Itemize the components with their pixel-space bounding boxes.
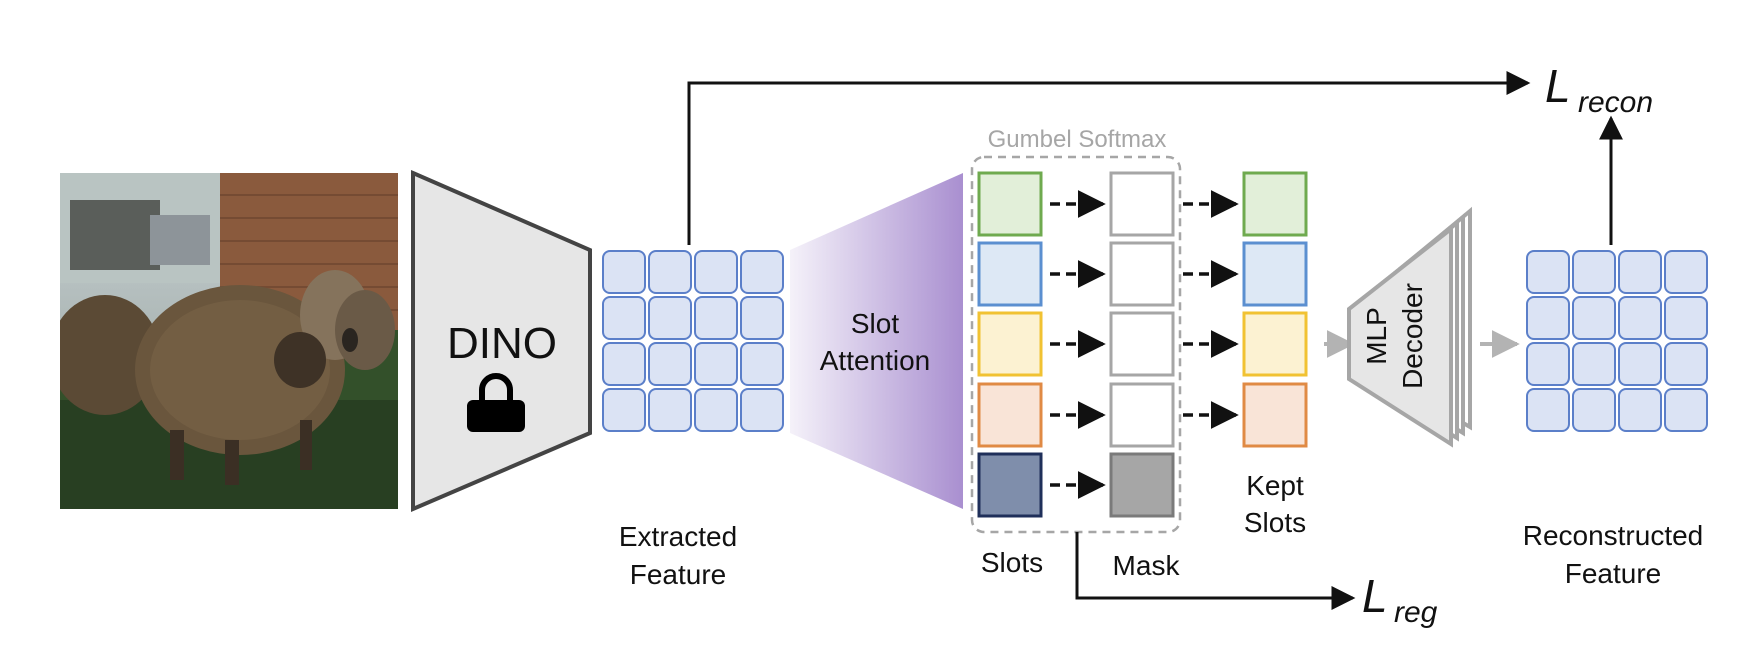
dino-encoder xyxy=(411,169,592,513)
recon-loss-symbol: L xyxy=(1545,60,1571,112)
reconstructed-feature-cell xyxy=(1572,342,1616,386)
reconstructed-feature-cell xyxy=(1618,388,1662,432)
slot-attention-block xyxy=(790,173,963,509)
mask-cell-5 xyxy=(1109,452,1175,518)
extracted-feature-cell xyxy=(648,296,692,340)
extracted-feature-cell xyxy=(694,388,738,432)
extracted-feature-cell xyxy=(602,250,646,294)
reconstructed-feature-grid xyxy=(1526,250,1708,432)
reconstructed-feature-cell xyxy=(1526,250,1570,294)
mask-column xyxy=(1109,171,1175,518)
mask-cell-1 xyxy=(1109,171,1175,237)
reconstructed-feature-cell xyxy=(1664,250,1708,294)
mask-cell-4 xyxy=(1109,382,1175,448)
sheep-photo xyxy=(60,173,398,509)
dashed-arrows xyxy=(1050,190,1239,499)
reconstructed-feature-cell xyxy=(1572,388,1616,432)
reconstructed-feature-cell xyxy=(1526,342,1570,386)
reg-loss-subscript: reg xyxy=(1394,596,1438,629)
slots-label: Slots xyxy=(981,547,1043,578)
slot-attention-label-line1: Slot xyxy=(851,308,899,339)
reconstructed-feature-cell xyxy=(1664,388,1708,432)
extracted-feature-label-line1: Extracted xyxy=(619,521,737,552)
extracted-feature-cell xyxy=(694,342,738,386)
mask-cell-3 xyxy=(1109,311,1175,377)
kept-slot-orange xyxy=(1242,382,1308,448)
slot-dropped xyxy=(977,452,1043,518)
slots-column xyxy=(977,171,1043,518)
extracted-feature-cell xyxy=(694,296,738,340)
extracted-feature-grid xyxy=(602,250,784,432)
reconstructed-feature-cell xyxy=(1526,388,1570,432)
arrow-feature-to-recon-loss xyxy=(687,71,1531,245)
recon-loss-subscript: recon xyxy=(1578,86,1653,119)
arrow-to-reg-loss xyxy=(1075,532,1356,610)
lock-icon xyxy=(467,373,525,432)
extracted-feature-label-line2: Feature xyxy=(630,559,727,590)
reconstructed-feature-label-line2: Feature xyxy=(1565,558,1662,589)
kept-slots-column xyxy=(1242,171,1308,448)
reconstructed-feature-cell xyxy=(1572,296,1616,340)
mask-cell-2 xyxy=(1109,241,1175,307)
decoder-label-line1: MLP xyxy=(1361,307,1392,365)
slot-blue xyxy=(977,241,1043,307)
slot-green xyxy=(977,171,1043,237)
kept-slot-blue xyxy=(1242,241,1308,307)
kept-slots-label-line1: Kept xyxy=(1246,470,1304,501)
kept-slot-yellow xyxy=(1242,311,1308,377)
extracted-feature-cell xyxy=(602,388,646,432)
recon-loss-label: L recon xyxy=(1545,60,1653,119)
extracted-feature-cell xyxy=(694,250,738,294)
extracted-feature-cell xyxy=(648,388,692,432)
reg-loss-symbol: L xyxy=(1362,570,1388,622)
kept-slots-label-line2: Slots xyxy=(1244,507,1306,538)
gumbel-softmax-label: Gumbel Softmax xyxy=(988,126,1167,153)
extracted-feature-cell xyxy=(740,342,784,386)
extracted-feature-cell xyxy=(740,388,784,432)
mlp-decoder xyxy=(1347,206,1472,448)
extracted-feature-cell xyxy=(602,342,646,386)
decoder-label-line2: Decoder xyxy=(1397,283,1428,389)
extracted-feature-cell xyxy=(740,250,784,294)
reconstructed-feature-cell xyxy=(1618,296,1662,340)
reconstructed-feature-cell xyxy=(1618,342,1662,386)
extracted-feature-cell xyxy=(648,250,692,294)
mask-label: Mask xyxy=(1113,550,1181,581)
reconstructed-feature-label-line1: Reconstructed xyxy=(1523,520,1704,551)
encoder-label: DINO xyxy=(447,319,557,368)
reg-loss-label: L reg xyxy=(1362,570,1438,629)
kept-slot-green xyxy=(1242,171,1308,237)
reconstructed-feature-cell xyxy=(1664,296,1708,340)
slot-attention-label-line2: Attention xyxy=(820,345,931,376)
slot-orange xyxy=(977,382,1043,448)
reconstructed-feature-cell xyxy=(1618,250,1662,294)
slot-yellow xyxy=(977,311,1043,377)
extracted-feature-cell xyxy=(602,296,646,340)
reconstructed-feature-cell xyxy=(1572,250,1616,294)
extracted-feature-cell xyxy=(740,296,784,340)
reconstructed-feature-cell xyxy=(1526,296,1570,340)
extracted-feature-cell xyxy=(648,342,692,386)
reconstructed-feature-cell xyxy=(1664,342,1708,386)
